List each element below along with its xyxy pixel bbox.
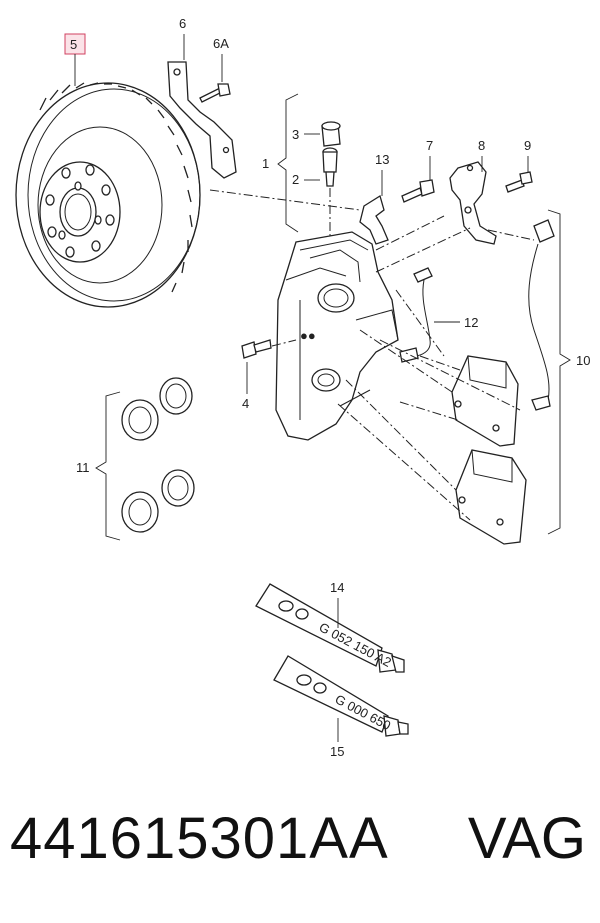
exploded-parts-diagram: 5 6 6A 1 3 2 ●● — [15, 16, 590, 759]
callout-9: 9 — [524, 138, 531, 153]
brake-hose-12 — [399, 267, 433, 363]
footer: 441615301AA VAG — [0, 800, 600, 910]
bolt-6a — [199, 83, 231, 103]
brake-disc — [15, 82, 201, 308]
splash-plate — [167, 61, 237, 179]
callout-12: 12 — [464, 315, 478, 330]
brake-caliper: ●● — [275, 231, 399, 441]
callout-14: 14 — [330, 580, 344, 595]
tube-14-label: G 052 150 A2 — [317, 619, 394, 670]
callout-6: 6 — [179, 16, 186, 31]
callout-4: 4 — [242, 396, 249, 411]
brand-name: VAG — [467, 806, 586, 871]
dust-cap-3 — [321, 121, 341, 147]
callout-5: 5 — [70, 37, 77, 52]
callout-1: 1 — [262, 156, 269, 171]
callout-6a: 6A — [213, 36, 229, 51]
bleed-valve-2 — [322, 147, 338, 187]
callout-3: 3 — [292, 127, 299, 142]
caliper-brand-mark: ●● — [300, 328, 316, 343]
assembly-centerlines — [209, 189, 535, 521]
callout-7: 7 — [426, 138, 433, 153]
piston-seals — [121, 377, 195, 533]
callout-10: 10 — [576, 353, 590, 368]
bolt-7 — [401, 179, 435, 203]
wear-sensor-cable — [528, 219, 555, 411]
brake-pad-upper — [451, 355, 519, 447]
bolt-9 — [505, 171, 533, 193]
callout-15: 15 — [330, 744, 344, 759]
spring-clip-13 — [359, 194, 389, 245]
bracket-8 — [449, 161, 497, 245]
callout-11: 11 — [76, 460, 90, 475]
grease-tube-14: G 052 150 A2 — [255, 583, 405, 673]
disc-vanes — [39, 82, 193, 293]
callout-13: 13 — [375, 152, 389, 167]
callout-2: 2 — [292, 172, 299, 187]
part-number: 441615301AA — [10, 806, 389, 871]
brake-pad-lower — [455, 449, 527, 545]
wheel-bolt-holes — [45, 164, 115, 258]
bolt-4 — [241, 339, 272, 359]
callout-8: 8 — [478, 138, 485, 153]
